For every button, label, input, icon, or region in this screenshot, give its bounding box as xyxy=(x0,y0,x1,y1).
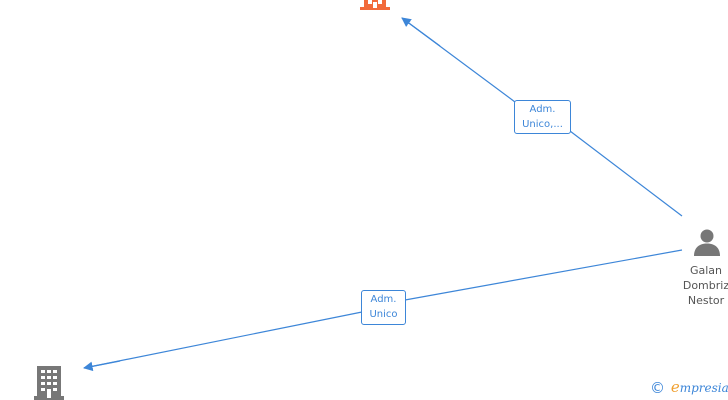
edge-bottom-arrow xyxy=(83,360,121,372)
edge-label-bottom-line2: Unico xyxy=(369,309,398,320)
person-name-line2: Dombriz xyxy=(682,279,728,292)
edge-label-top[interactable]: Adm. Unico,... xyxy=(514,100,571,134)
edge-bottom[interactable] xyxy=(83,249,683,369)
edge-label-top-line2: Unico,... xyxy=(522,119,563,130)
person-name[interactable]: Galan Dombriz Nestor xyxy=(676,263,728,308)
person-name-line3: Nestor xyxy=(687,294,725,307)
brand-logo-e: e xyxy=(670,378,680,396)
building-icon xyxy=(360,0,390,10)
brand-watermark: © empresia xyxy=(650,378,728,398)
brand-logo-text: mpresia xyxy=(679,381,728,395)
edge-label-top-line1: Adm. xyxy=(529,104,556,115)
edge-label-bottom[interactable]: Adm. Unico xyxy=(361,290,406,325)
copyright-icon: © xyxy=(650,379,665,397)
person-node[interactable] xyxy=(692,228,722,258)
company-node-top[interactable] xyxy=(358,0,392,12)
company-node-bottom[interactable] xyxy=(32,364,66,400)
person-name-line1: Galan xyxy=(689,264,723,277)
edge-top-arrow xyxy=(401,17,441,47)
person-icon xyxy=(694,229,720,256)
building-icon xyxy=(34,366,64,400)
edge-label-bottom-line1: Adm. xyxy=(370,294,397,305)
